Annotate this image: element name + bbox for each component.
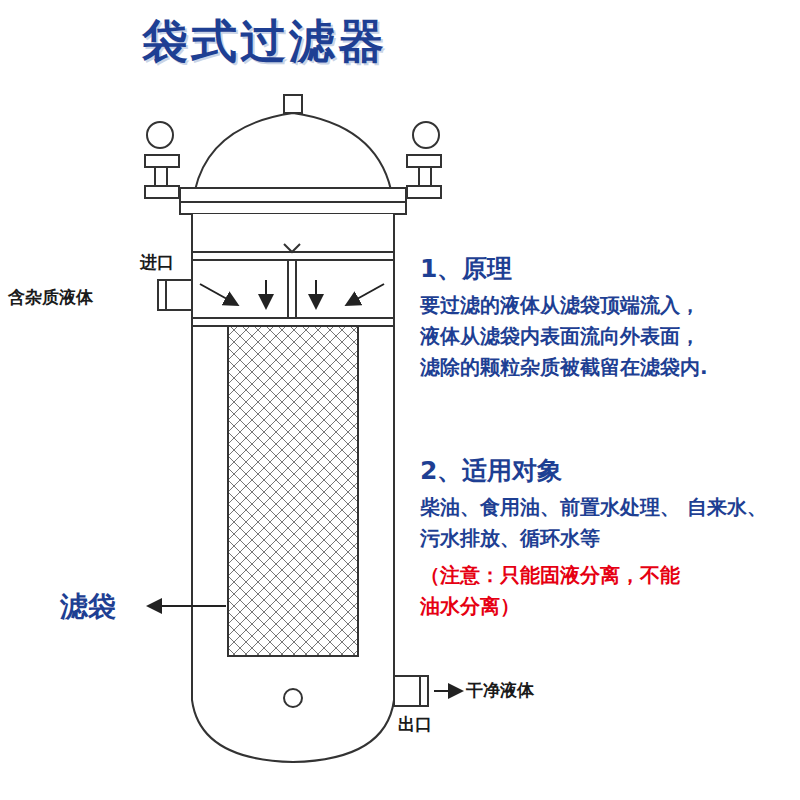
inlet-liquid-label: 含杂质液体 bbox=[8, 287, 93, 307]
lid-dome bbox=[195, 113, 391, 190]
outlet-arrow bbox=[434, 690, 460, 692]
clamp bbox=[145, 186, 179, 198]
body-flange bbox=[180, 202, 406, 214]
warning-note: （注意：只能固液分离，不能 油水分离） bbox=[420, 560, 720, 622]
eye-bolt bbox=[147, 122, 173, 148]
lid-flange bbox=[180, 188, 406, 202]
basket-ring bbox=[192, 318, 394, 326]
leader-arrow bbox=[150, 605, 226, 607]
outlet-label: 出口 bbox=[398, 714, 432, 734]
filter-bag bbox=[228, 326, 358, 656]
clamp bbox=[407, 155, 441, 167]
eye-bolt bbox=[413, 122, 439, 148]
title: 袋式过滤器 bbox=[142, 14, 387, 69]
usage-text: 柴油、食用油、前置水处理、 自来水、污水排放、循环水等 bbox=[420, 492, 792, 554]
drain bbox=[284, 689, 302, 707]
housing bbox=[192, 214, 394, 762]
flow-arrow bbox=[265, 280, 267, 306]
principle-text: 要过滤的液体从滤袋顶端流入， 液体从滤袋内表面流向外表面， 滤除的颗粒杂质被截留… bbox=[420, 290, 792, 383]
section-heading: 2、适用对象 bbox=[420, 456, 562, 486]
support-rod bbox=[288, 260, 296, 318]
vent-knob bbox=[284, 95, 302, 113]
part-label: 滤袋 bbox=[60, 590, 116, 624]
inlet-pipe bbox=[158, 280, 192, 310]
outlet-liquid-label: 干净液体 bbox=[466, 680, 534, 700]
flow-arrow bbox=[200, 284, 236, 304]
clamp bbox=[407, 186, 441, 198]
clamp-bolt bbox=[419, 167, 431, 186]
flow-arrow bbox=[348, 284, 384, 304]
outlet-pipe bbox=[394, 676, 428, 706]
inlet-label: 进口 bbox=[140, 252, 174, 272]
section-heading: 1、原理 bbox=[420, 254, 512, 284]
flow-arrow bbox=[315, 280, 317, 306]
clamp bbox=[145, 155, 179, 167]
cover-plate bbox=[192, 252, 394, 260]
clamp-bolt bbox=[155, 167, 167, 186]
